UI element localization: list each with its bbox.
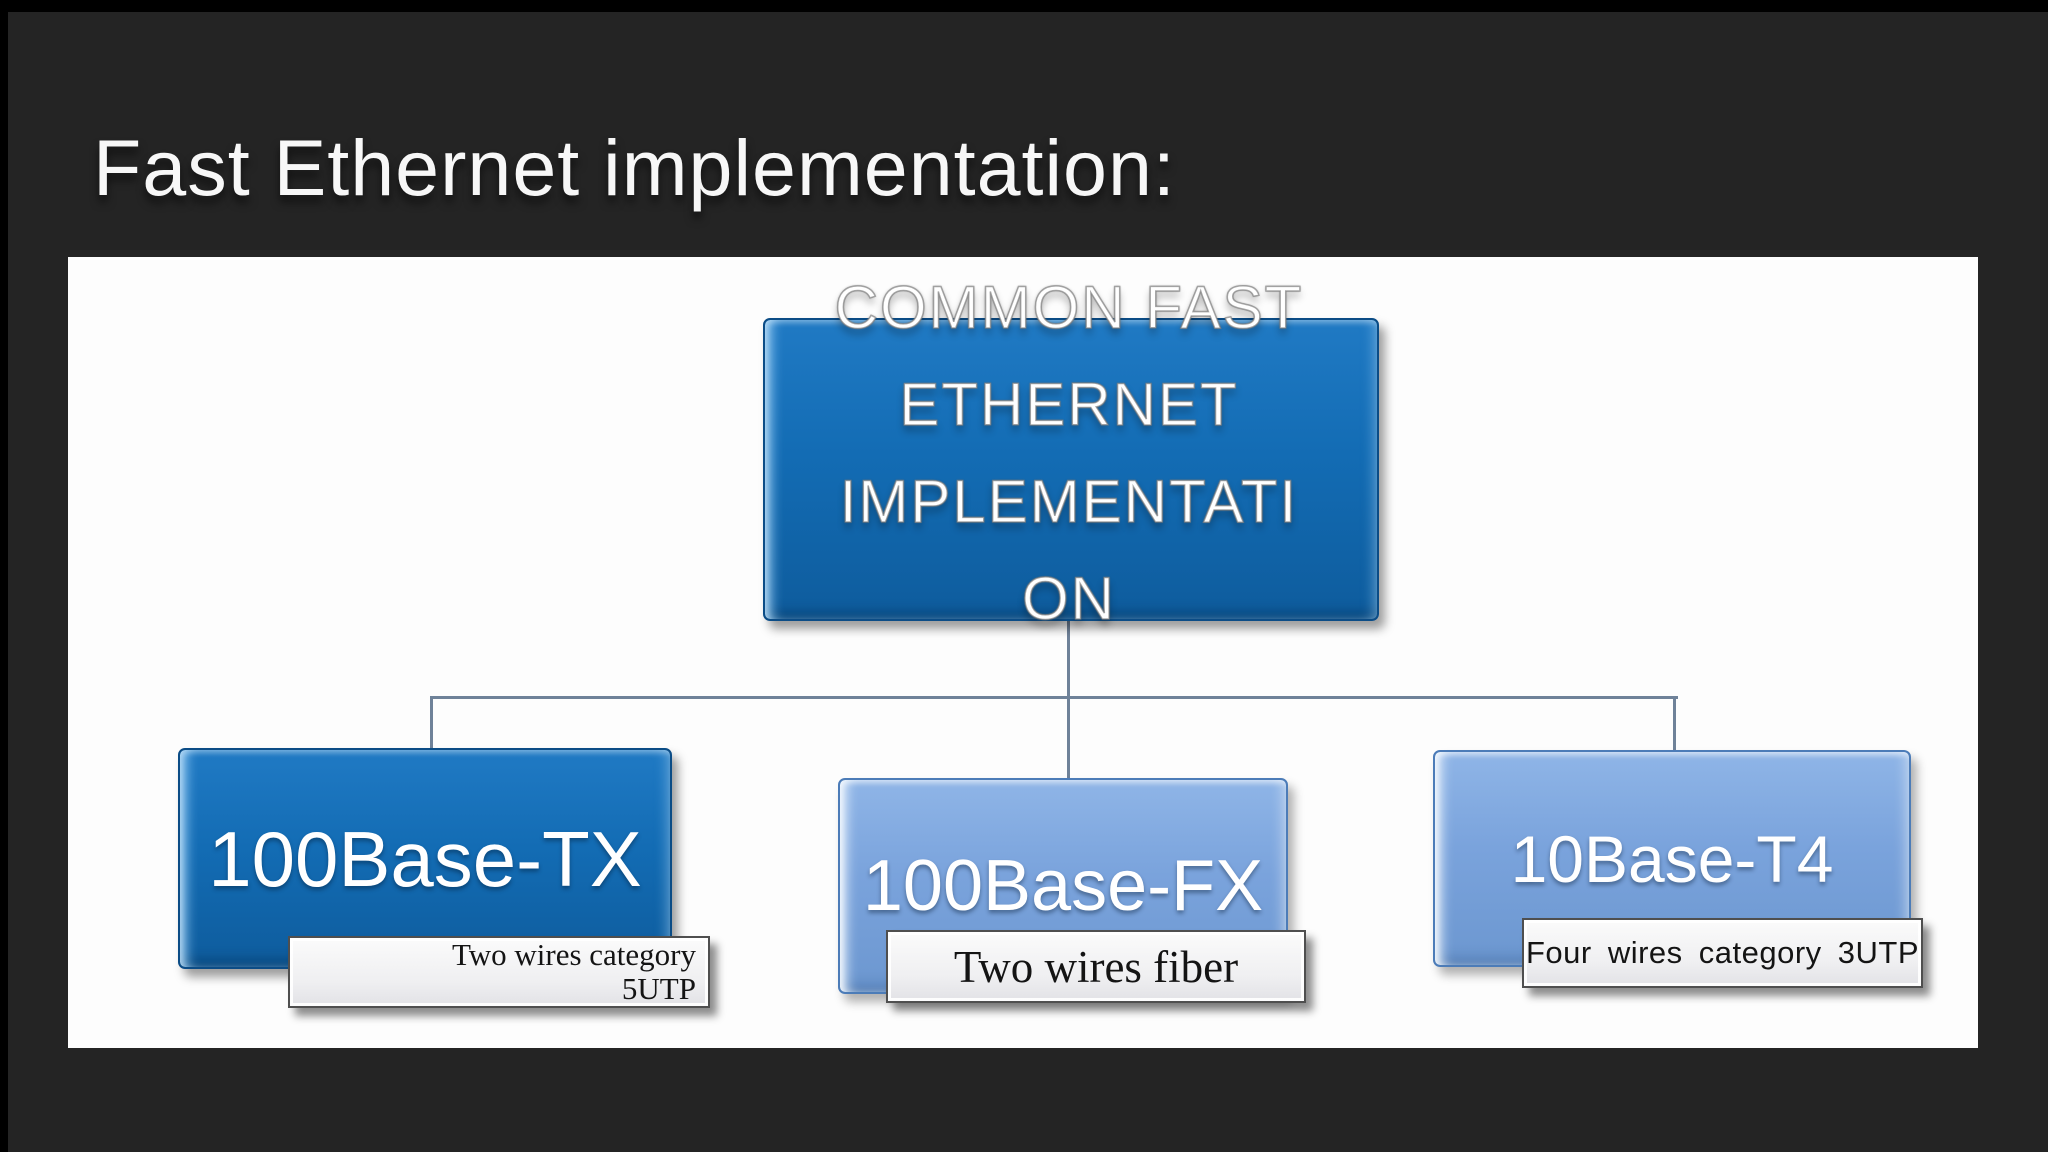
note-100base-tx: Two wires category 5UTP <box>288 936 710 1008</box>
root-label-line-1: COMMON FAST <box>834 273 1304 342</box>
note-100base-tx-line-1: Two wires category <box>451 937 696 972</box>
letterbox-left-bar <box>0 0 8 1152</box>
node-100base-tx-label: 100Base-TX <box>208 814 642 903</box>
connector-drop-right <box>1673 697 1676 752</box>
connector-drop-left <box>430 697 433 750</box>
node-100base-fx-label: 100Base-FX <box>862 846 1264 926</box>
node-10base-t4-label: 10Base-T4 <box>1510 821 1834 896</box>
note-100base-tx-line-2: 5UTP <box>621 971 696 1006</box>
note-100base-fx-text: Two wires fiber <box>953 941 1239 992</box>
note-100base-fx: Two wires fiber <box>886 930 1306 1003</box>
slide-image-area: COMMON FAST ETHERNET IMPLEMENTATI ON 100… <box>68 257 1978 1048</box>
note-10base-t4-text: Four wires category 3UTP <box>1525 935 1920 970</box>
node-common-fast-ethernet-label: COMMON FAST ETHERNET IMPLEMENTATI ON <box>733 259 1405 647</box>
node-100base-tx: 100Base-TX <box>178 748 672 969</box>
root-label-line-4: ON <box>1021 564 1116 633</box>
connector-horizontal <box>430 696 1678 699</box>
root-label-line-2: ETHERNET <box>899 370 1239 439</box>
root-label-line-3: IMPLEMENTATI <box>839 467 1299 536</box>
note-10base-t4: Four wires category 3UTP <box>1522 918 1923 988</box>
node-common-fast-ethernet <box>763 318 1379 621</box>
slide-title: Fast Ethernet implementation: <box>93 123 1176 212</box>
letterbox-top-bar <box>0 0 2048 12</box>
